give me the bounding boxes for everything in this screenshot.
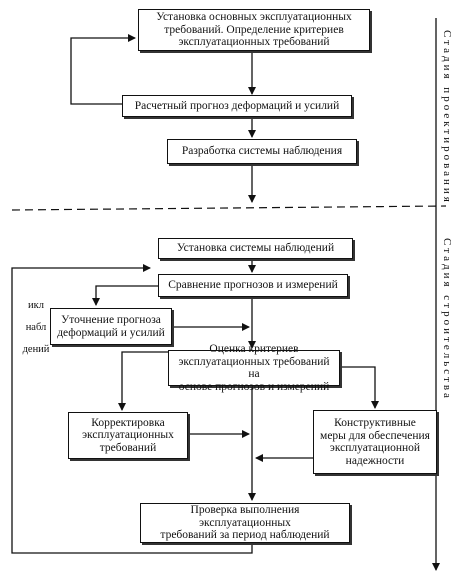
box-refine-forecast: Уточнение прогноза деформаций и усилий <box>50 308 172 345</box>
box-calc-forecast: Расчетный прогноз деформаций и усилий <box>122 95 352 117</box>
box-develop-monitoring: Разработка системы наблюдения <box>167 139 357 164</box>
stage-separator <box>11 205 447 211</box>
stage-construction-label: Стадия строительства <box>441 238 453 401</box>
box-set-requirements: Установка основных эксплуатационных треб… <box>138 9 370 51</box>
arrow-b5-b6 <box>92 285 158 306</box>
stage-design-label: Стадия проектирования <box>441 30 453 205</box>
box-compare-forecast-measurement: Сравнение прогнозов и измерений <box>158 274 348 297</box>
box-adjust-requirements: Корректировка эксплуатационных требовани… <box>68 412 188 459</box>
box-evaluate-criteria: Оценка критериев эксплуатационных требов… <box>168 343 340 393</box>
feedback-loop-design <box>70 34 136 105</box>
box-install-monitoring: Установка системы наблюдений <box>158 238 353 259</box>
observation-cycle-loop <box>11 264 253 554</box>
box-verify-requirements: Проверка выполнения эксплуатационных тре… <box>140 503 350 543</box>
cycle-label: икл набл дений <box>22 300 50 355</box>
arrow-b7-b9 <box>340 366 379 409</box>
box-structural-measures: Конструктивные меры для обеспечения эксп… <box>313 410 437 474</box>
arrow-b7-b8 <box>118 351 168 411</box>
